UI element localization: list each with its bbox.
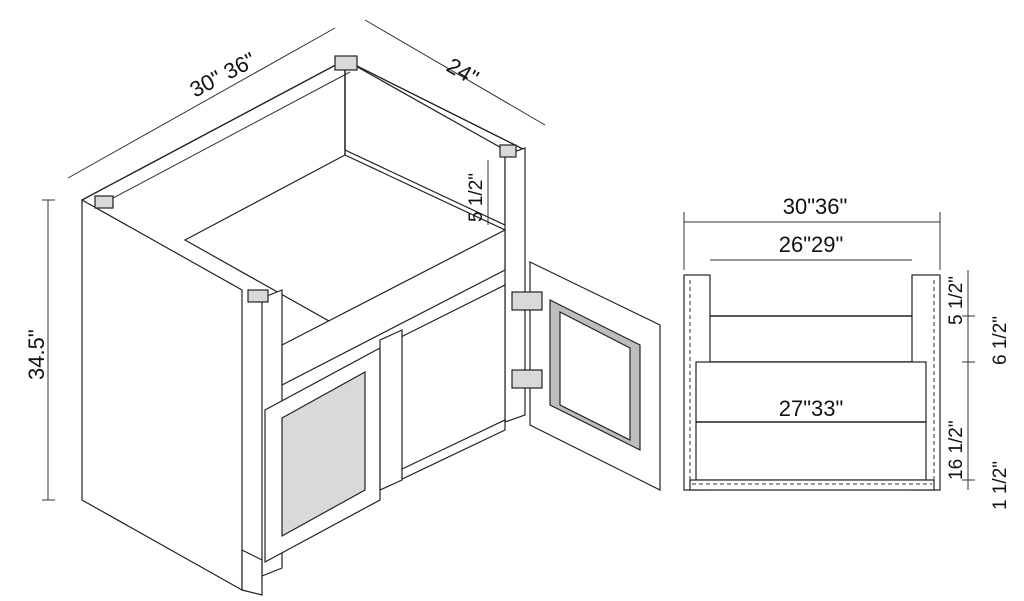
depth-dim-line <box>364 19 546 126</box>
upper-gap-label: 6 1/2" <box>990 316 1011 365</box>
upper-hinge <box>511 291 543 311</box>
left-door-panel <box>281 370 366 538</box>
corner-bracket-back <box>334 55 358 71</box>
inner-width-label: 26"29" <box>779 232 844 257</box>
top-rail-label: 5 1/2" <box>946 276 967 325</box>
apron-panel <box>281 229 506 386</box>
toe-label: 1 1/2" <box>990 461 1011 510</box>
height-label: 34.5" <box>24 329 49 380</box>
width-label: 30" 36" <box>186 47 260 102</box>
corner-bracket-right <box>499 144 517 158</box>
outer-width-label: 30"36" <box>783 194 848 219</box>
width-dim-line <box>67 27 336 179</box>
corner-bracket-front <box>247 289 269 303</box>
center-stile <box>379 329 403 491</box>
toe-kick <box>241 549 263 596</box>
box-height-label: 16 1/2" <box>946 420 967 480</box>
bottom-section <box>689 479 935 491</box>
apron-label: 5 1/2" <box>466 173 487 222</box>
sink-box-section <box>695 361 927 481</box>
lower-hinge <box>511 369 543 389</box>
corner-bracket-left <box>94 195 114 209</box>
isometric-view: 30" 36" 24" 34.5" 5 1/2" <box>24 19 661 596</box>
front-section-view: 30"36" 26"29" 27"33" 5 1/2" 6 1/2" 16 1/… <box>683 194 1011 510</box>
shelf-width-label: 27"33" <box>779 396 844 421</box>
